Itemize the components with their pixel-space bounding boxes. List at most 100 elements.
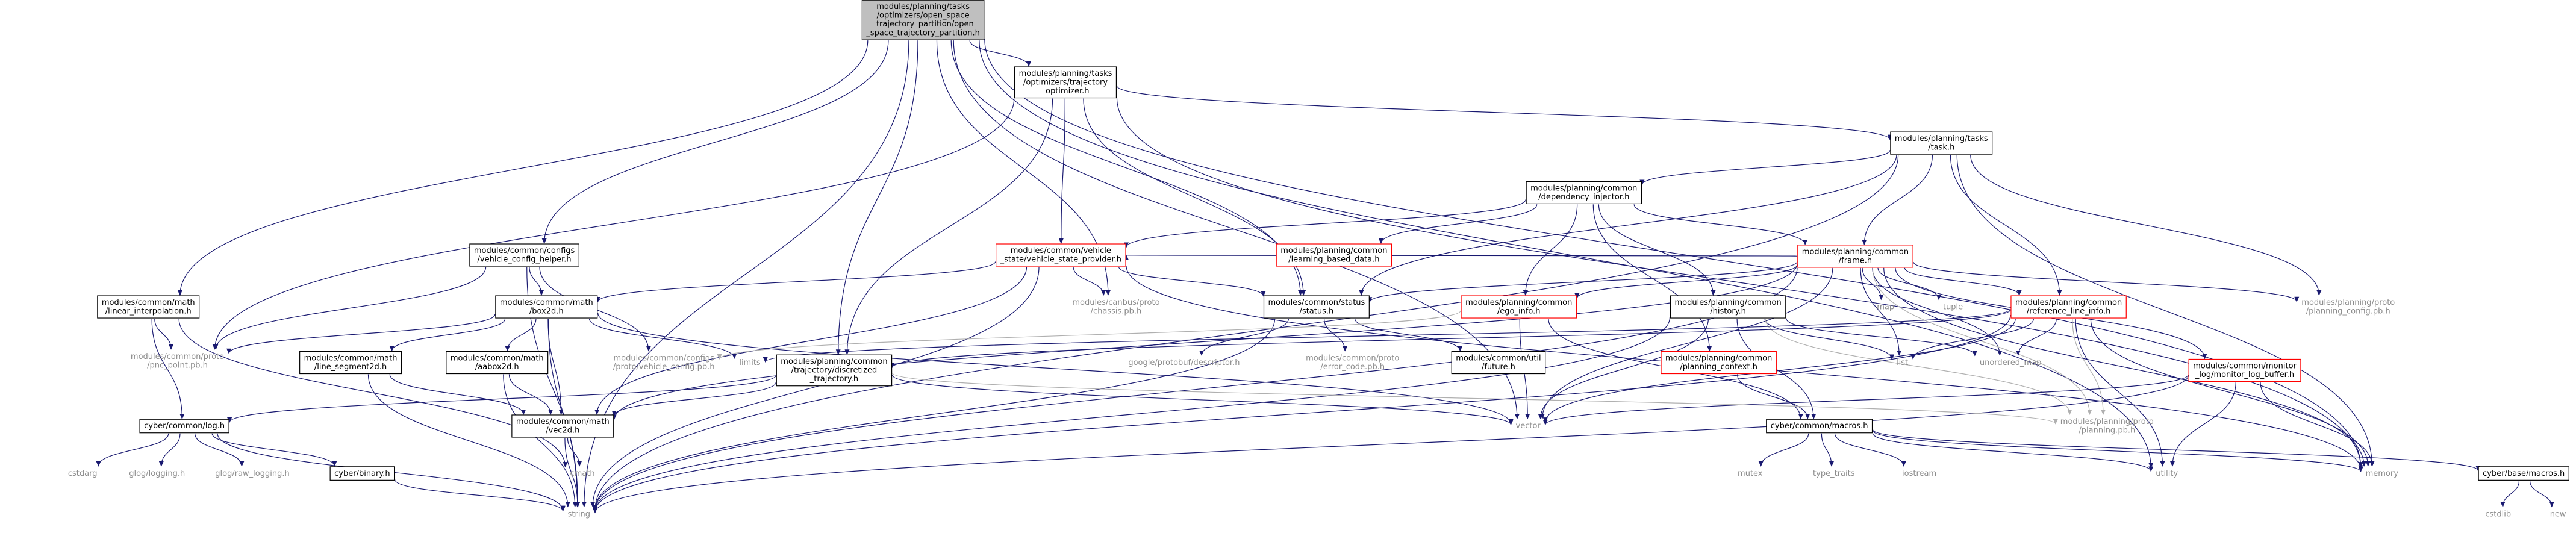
- node-log[interactable]: cyber/common/log.h: [139, 419, 229, 434]
- node-frame[interactable]: modules/planning/common/frame.h: [1797, 245, 1913, 268]
- edge-box2d-to-linseg: [389, 318, 506, 352]
- node-lininterp[interactable]: modules/common/math/linear_interpolation…: [97, 295, 200, 319]
- node-pncpoint: modules/common/proto/pnc_point.pb.h: [131, 352, 224, 370]
- node-label: /status.h: [1300, 307, 1334, 316]
- node-label: /optimizers/open_space: [877, 11, 970, 20]
- edge-history-to-planpb: [1765, 319, 2072, 415]
- node-status[interactable]: modules/common/status/status.h: [1263, 295, 1370, 319]
- edge-history-to-string: [593, 317, 1671, 512]
- node-label: modules/common/monitor: [2193, 361, 2297, 370]
- node-root[interactable]: modules/planning/tasks/optimizers/open_s…: [861, 0, 985, 40]
- node-plancontext[interactable]: modules/planning/common/planning_context…: [1661, 351, 1777, 375]
- edge-vch-to-box2d: [529, 266, 544, 296]
- edge-depinj-to-frame: [1633, 204, 1808, 245]
- edge-lininterp-to-log: [151, 319, 185, 420]
- node-label: tuple: [1943, 302, 1963, 311]
- node-label: vector: [1516, 422, 1541, 431]
- edge-monitor-to-memory: [2260, 382, 2375, 467]
- node-label: /vec2d.h: [546, 426, 579, 435]
- node-disctraj[interactable]: modules/planning/common/trajectory/discr…: [776, 354, 893, 387]
- edge-status-to-string: [593, 319, 1276, 511]
- edge-refline-to-umap: [2015, 319, 2057, 356]
- node-mutex: mutex: [1738, 469, 1763, 478]
- node-monitor[interactable]: modules/common/monitor_log/monitor_log_b…: [2188, 358, 2301, 382]
- node-aabox[interactable]: modules/common/math/aabox2d.h: [446, 351, 549, 375]
- edge-log-to-cstdarg: [96, 433, 169, 467]
- edge-frame-to-memory: [1883, 267, 2367, 467]
- edge-frame-to-egoinfo: [1574, 264, 1798, 299]
- node-binary[interactable]: cyber/binary.h: [329, 466, 395, 481]
- node-limits: limits: [739, 358, 761, 367]
- edge-box2d-to-limits: [588, 318, 737, 359]
- node-label: memory: [2366, 469, 2399, 478]
- node-basemacros[interactable]: cyber/base/macros.h: [2478, 466, 2569, 481]
- node-label: modules/planning/proto: [2301, 298, 2395, 307]
- node-linseg[interactable]: modules/common/math/line_segment2d.h: [299, 351, 402, 375]
- edge-trajopt-to-disctraj: [844, 98, 1053, 355]
- node-glog: glog/logging.h: [129, 469, 185, 478]
- node-macros[interactable]: cyber/common/macros.h: [1766, 419, 1873, 434]
- edge-disctraj-to-planpb: [892, 372, 2058, 425]
- node-label: /planning_config.pb.h: [2306, 307, 2390, 316]
- node-history[interactable]: modules/planning/common/history.h: [1670, 295, 1786, 319]
- node-vch[interactable]: modules/common/configs/vehicle_config_he…: [469, 243, 579, 267]
- node-planpb: modules/planning/proto/planning.pb.h: [2060, 417, 2154, 435]
- edge-vch-to-pncpoint: [213, 266, 487, 350]
- node-label: _optimizer.h: [1041, 87, 1089, 96]
- edge-vsp-to-box2d: [595, 261, 996, 302]
- edge-status-to-errorcode: [1323, 319, 1348, 352]
- node-box: [1014, 66, 1117, 99]
- node-list: list: [1897, 358, 1908, 367]
- node-vector: vector: [1516, 422, 1541, 431]
- node-label: modules/planning/common: [1674, 298, 1781, 307]
- node-box: [776, 354, 893, 387]
- node-label: /proto/vehicle_config.pb.h: [613, 363, 715, 372]
- node-label: /ego_info.h: [1497, 307, 1541, 316]
- node-label: _trajectory.h: [809, 375, 858, 384]
- node-label: modules/planning/common: [1530, 184, 1637, 193]
- node-depinj[interactable]: modules/planning/common/dependency_injec…: [1526, 181, 1642, 204]
- node-box: [511, 414, 614, 438]
- edge-macros-to-mutex: [1758, 433, 1809, 467]
- node-label: cmath: [570, 469, 595, 478]
- edge-task-to-memory: [1956, 155, 2375, 467]
- node-label: cyber/common/log.h: [144, 422, 225, 431]
- node-label: unordered_map: [1980, 358, 2042, 367]
- node-box: [1766, 419, 1873, 434]
- node-trajopt[interactable]: modules/planning/tasks/optimizers/trajec…: [1014, 66, 1117, 99]
- node-box: [1661, 351, 1777, 375]
- node-vec2d[interactable]: modules/common/math/vec2d.h: [511, 414, 614, 438]
- edge-macros-to-basemacros: [1872, 429, 2480, 471]
- node-label: _space_trajectory_partition.h: [865, 29, 979, 38]
- edge-trajopt-to-memory: [1116, 98, 2363, 468]
- node-label: _trajectory_partition/open: [872, 20, 973, 29]
- node-memory: memory: [2366, 469, 2399, 478]
- node-descriptor: google/protobuf/descriptor.h: [1128, 358, 1240, 367]
- node-task[interactable]: modules/planning/tasks/task.h: [1890, 131, 1993, 155]
- node-future[interactable]: modules/common/util/future.h: [1451, 351, 1546, 375]
- node-box: [1526, 181, 1642, 204]
- edge-disctraj-to-vec2d: [611, 382, 776, 416]
- edge-frame-to-plancfg: [1913, 262, 2300, 302]
- node-lbd[interactable]: modules/planning/common/learning_based_d…: [1276, 243, 1392, 267]
- edge-depinj-to-vsp: [1124, 199, 1526, 248]
- node-egoinfo[interactable]: modules/planning/common/ego_info.h: [1461, 295, 1577, 319]
- edge-task-to-plancfg: [1970, 155, 2322, 296]
- node-box: [1797, 245, 1913, 268]
- node-box: [1451, 351, 1546, 375]
- node-vsp[interactable]: modules/common/vehicle_state/vehicle_sta…: [996, 243, 1126, 267]
- node-box2d[interactable]: modules/common/math/box2d.h: [495, 295, 598, 319]
- node-refline[interactable]: modules/planning/common/reference_line_i…: [2010, 295, 2127, 319]
- node-box: [97, 295, 200, 319]
- edge-refline-to-utility: [2075, 319, 2165, 467]
- node-label: /history.h: [1710, 307, 1746, 316]
- node-label: /future.h: [1482, 363, 1515, 372]
- node-label: modules/common/math: [516, 417, 610, 426]
- node-rawlog: glog/raw_logging.h: [215, 469, 289, 478]
- node-cstdlib: cstdlib: [2485, 510, 2511, 519]
- node-box: [299, 351, 402, 375]
- node-box: [1670, 295, 1786, 319]
- edge-vsp-to-vec2d: [594, 266, 1028, 415]
- edge-monitor-to-string: [593, 375, 2189, 514]
